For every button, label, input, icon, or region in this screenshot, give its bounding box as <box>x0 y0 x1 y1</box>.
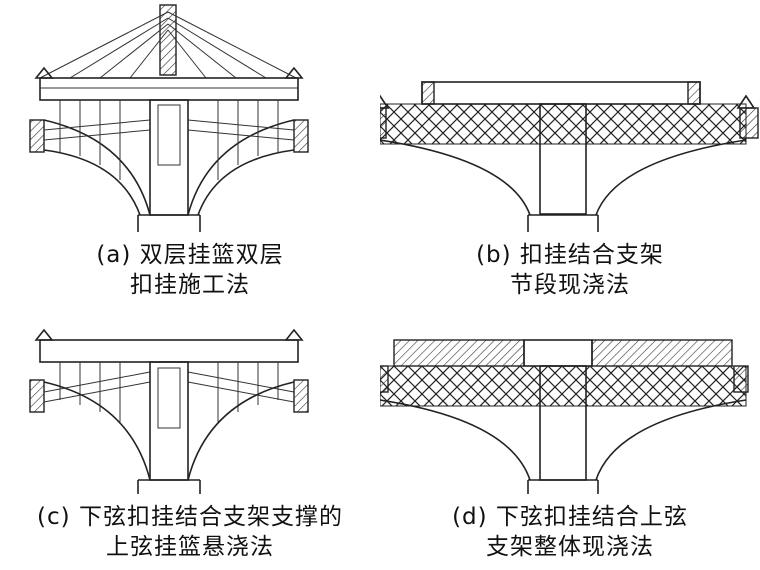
caption-c: (c) 下弦扣挂结合支架支撑的 上弦挂篮悬浇法 <box>0 502 380 562</box>
caption-b-line1: (b) 扣挂结合支架 <box>476 242 664 268</box>
caption-a-line1: (a) 双层挂篮双层 <box>96 242 284 268</box>
panel-b: (b) 扣挂结合支架 节段现浇法 <box>380 0 760 300</box>
bridge-diagram-c <box>29 328 309 494</box>
bridge-diagram-d <box>380 339 749 494</box>
caption-a-line2: 扣挂施工法 <box>130 272 250 298</box>
caption-b-line2: 节段现浇法 <box>510 272 630 298</box>
panel-d: (d) 下弦扣挂结合上弦 支架整体现浇法 <box>380 310 760 570</box>
caption-b: (b) 扣挂结合支架 节段现浇法 <box>380 240 760 300</box>
bridge-diagram-a <box>29 4 309 232</box>
caption-a: (a) 双层挂篮双层 扣挂施工法 <box>0 240 380 300</box>
bridge-diagram-b <box>380 81 759 232</box>
panel-c: (c) 下弦扣挂结合支架支撑的 上弦挂篮悬浇法 <box>0 310 380 570</box>
caption-c-line2: 上弦挂篮悬浇法 <box>106 534 274 560</box>
caption-d-line1: (d) 下弦扣挂结合上弦 <box>452 504 688 530</box>
caption-c-line1: (c) 下弦扣挂结合支架支撑的 <box>37 504 343 530</box>
caption-d: (d) 下弦扣挂结合上弦 支架整体现浇法 <box>380 502 760 562</box>
panel-a: (a) 双层挂篮双层 扣挂施工法 <box>0 0 380 300</box>
caption-d-line2: 支架整体现浇法 <box>486 534 654 560</box>
